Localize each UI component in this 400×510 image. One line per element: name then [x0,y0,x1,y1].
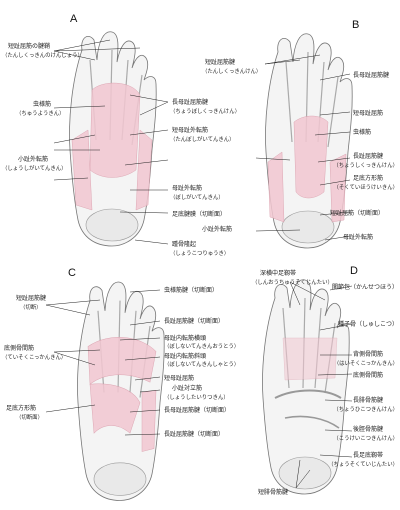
panel-d: D 深横中足靱帯 （しんおうちゅうそくじんたい） 関節包（かんせつほう） 種子骨… [252,265,398,496]
label-a-2: 虫様筋 [33,100,51,108]
label-a-8: 短母趾外転筋 [172,126,208,134]
label-b-2: 長母趾屈筋腱 [353,71,389,79]
label-c-6: 母趾内転筋横頭 [164,334,206,342]
label-d-5: （はいそくこっかんきん） [334,360,398,367]
panel-c: C 短趾屈筋腱 （切断） 底側骨間筋 （ていそくこっかんきん） 虫様筋腱（切断面… [2,267,239,502]
panel-a: A 短趾屈筋の腱鞘 （たんしくっきんのけんしょう） 虫様筋 （ちゅうようきん） … [2,13,240,257]
label-b-5: 長趾屈筋腱 [353,152,383,160]
label-a-14: （しょうこつりゅうき） [170,250,229,257]
panel-letter: A [70,13,78,25]
label-d-2: 関節包（かんせつほう） [332,283,398,291]
label-a-3: （ちゅうようきん） [16,110,65,117]
foot-illustration [68,31,157,247]
foot-illustration [264,33,353,249]
label-d-9: 後脛骨筋腱 [353,425,383,433]
panel-b: B 短趾屈筋腱 （たんしくっきんけん） 長母趾屈筋腱 短母趾屈筋 虫様筋 長趾屈… [202,19,398,249]
label-b-4: 虫様筋 [353,128,371,136]
label-d-6: 底側骨間筋 [353,371,383,379]
label-d-11: 長足底靱帯 [353,451,383,459]
label-a-7: （ちょうぼしくっきんけん） [170,108,240,115]
label-c-9: （ぼしないてんきんしゃとう） [164,361,239,368]
label-c-2: 底側骨間筋 [4,344,34,352]
label-d-8: （ちょうひこつきんけん） [333,406,398,413]
label-c-0: 短趾屈筋腱 [16,294,46,302]
label-c-5: 長趾屈筋腱（切断面） [164,317,224,325]
label-b-1: （たんしくっきんけん） [202,68,261,75]
label-a-11: （ぼしがいてんきん） [170,193,224,201]
label-d-3: 種子骨（しゅしこつ） [338,320,398,328]
label-c-16: 長趾屈筋腱（切断面） [164,430,224,438]
panel-letter: B [352,19,359,31]
foot-illustration [261,279,350,495]
label-b-11: 母趾外転筋 [343,233,373,241]
label-b-7: 足底方形筋 [353,174,383,182]
label-b-8: （そくていほうけいきん） [333,184,398,191]
label-c-13: 長母趾屈筋腱（切断面） [164,406,230,414]
label-d-4: 背側骨間筋 [353,350,383,358]
panel-letter: C [68,267,76,279]
label-d-13: 短腓骨筋腱 [258,488,288,496]
label-c-15: （切断面） [16,413,43,421]
label-b-9: 小趾外転筋 [202,225,232,233]
label-c-11: 小趾対立筋 [172,384,202,392]
label-a-5: （しょうしがいてんきん） [2,164,67,172]
label-c-14: 足底方形筋 [6,404,36,412]
label-d-0: 深横中足靱帯 [260,269,296,277]
label-c-12: （しょうしたいりつきん） [164,394,229,401]
label-d-12: （ちょうそくていじんたい） [328,461,398,468]
label-b-0: 短趾屈筋腱 [205,58,235,66]
label-d-10: （こうけいこつきんけん） [333,435,398,442]
label-d-1: （しんおうちゅうそくじんたい） [252,279,333,286]
foot-illustration [76,281,165,502]
label-b-10: 短趾屈筋（切断面） [330,209,384,217]
label-a-9: （たんぼしがいてんきん） [170,135,235,143]
label-c-10: 短母趾屈筋 [164,374,194,382]
label-a-10: 母趾外転筋 [172,184,202,192]
label-c-3: （ていそくこっかんきん） [2,354,66,361]
label-a-0: 短趾屈筋の腱鞘 [8,42,50,50]
label-b-3: 短母趾屈筋 [353,109,383,117]
label-d-7: 長腓骨筋腱 [353,396,383,404]
label-a-13: 踵骨隆起 [172,240,196,248]
label-c-4: 虫様筋腱（切断面） [164,286,218,294]
label-a-6: 長母趾屈筋腱 [172,98,208,106]
label-c-8: 母趾内転筋斜頭 [164,352,206,360]
label-c-7: （ぼしないてんきんおうとう） [164,343,239,350]
label-b-6: （ちょうしくっきんけん） [333,162,398,169]
panel-letter: D [350,265,358,277]
label-a-12: 足底腱膜（切断面） [172,210,226,218]
label-c-1: （切断） [20,303,42,311]
label-a-1: （たんしくっきんのけんしょう） [2,52,83,59]
label-a-4: 小趾外転筋 [18,155,48,163]
